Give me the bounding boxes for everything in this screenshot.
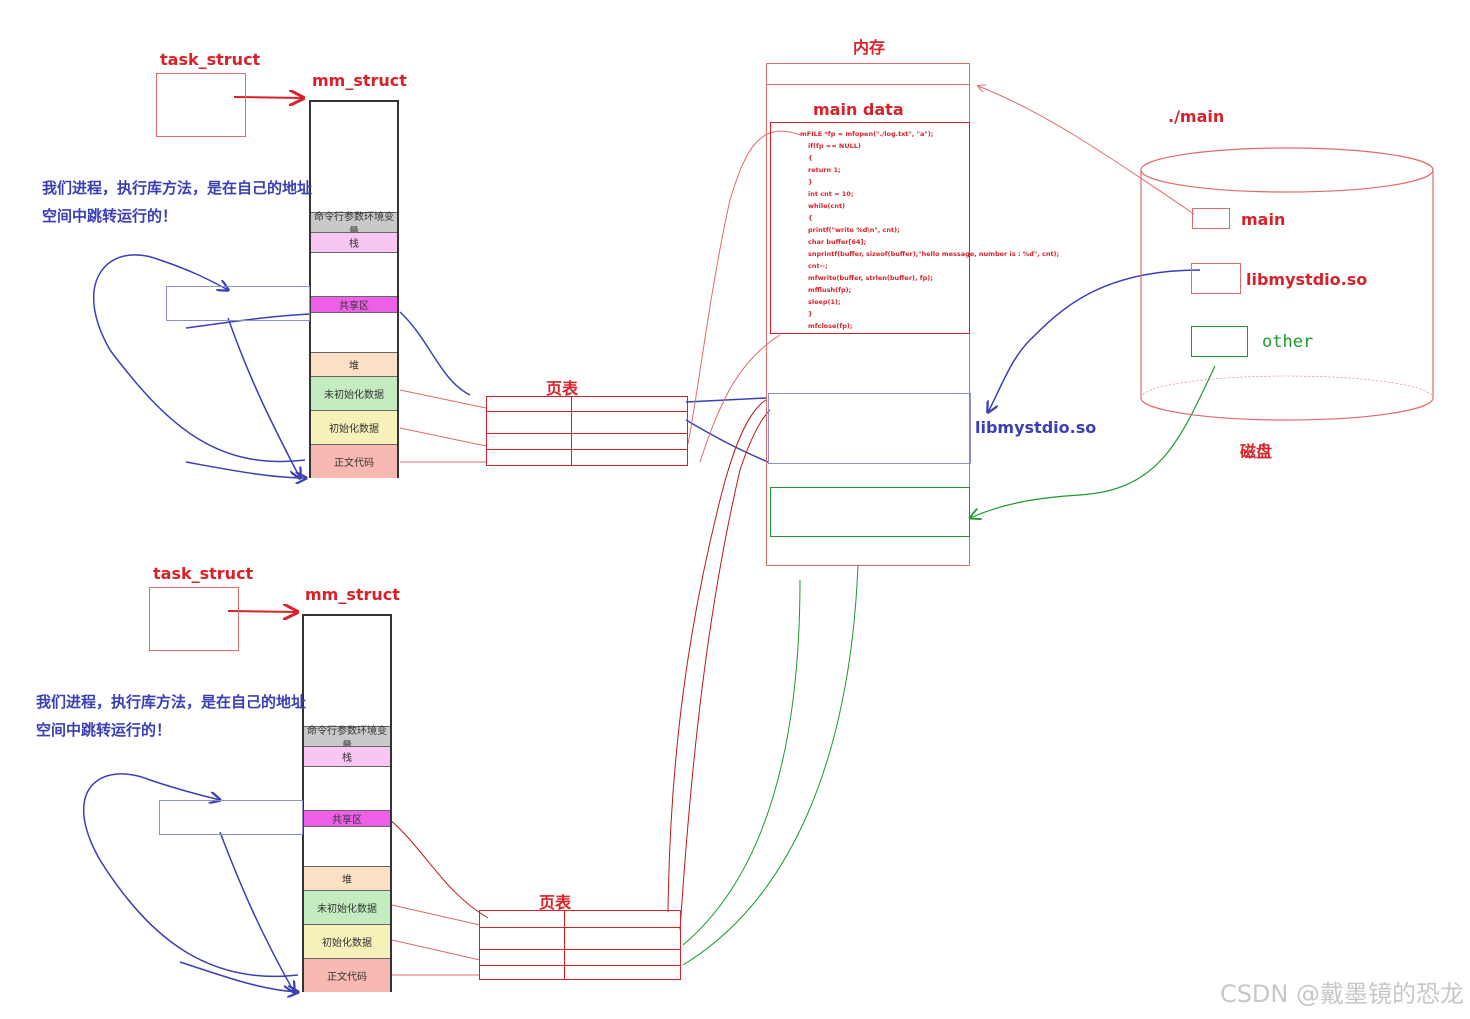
segment-gap-1-bottom: [304, 766, 390, 810]
segment-stack-bottom: 栈: [304, 746, 390, 766]
mm-struct-label-bottom: mm_struct: [305, 585, 400, 604]
segment-data-top: 初始化数据: [311, 410, 397, 444]
main-data-box: [770, 122, 970, 334]
disk-file-lib-box: [1191, 263, 1241, 294]
disk-file-other-box: [1191, 326, 1248, 357]
disk-path-label: ./main: [1168, 107, 1225, 126]
mm-struct-top: 命令行参数环境变量 栈 共享区 堆 未初始化数据 初始化数据 正文代码: [309, 100, 399, 478]
pt-top-to-main-1: [687, 130, 801, 445]
pt-bottom-to-main-red-2: [679, 409, 771, 931]
memory-lib-box: [768, 393, 971, 464]
jump-box-bottom: [159, 800, 303, 835]
mm-struct-bottom: 命令行参数环境变量 栈 共享区 堆 未初始化数据 初始化数据 正文代码: [302, 614, 392, 992]
pt-top-to-main-2: [699, 334, 781, 463]
code-line: printf("write %d\n", cnt);: [808, 226, 900, 234]
page-table-bottom: [479, 910, 681, 980]
code-line: }: [808, 310, 813, 318]
memory-other-box: [770, 487, 970, 537]
disk-file-main-box: [1192, 208, 1230, 229]
note-bottom: 我们进程，执行库方法，是在自己的地址空间中跳转运行的！: [36, 693, 307, 739]
task-struct-box-bottom: [149, 587, 239, 651]
task-struct-box-top: [156, 73, 246, 137]
segment-heap-top: 堆: [311, 352, 397, 376]
watermark: CSDN @戴墨镜的恐龙: [1219, 980, 1464, 1008]
code-line: if(fp == NULL): [808, 142, 861, 150]
memory-top-divider: [766, 84, 970, 85]
main-data-label: main data: [813, 100, 904, 119]
jump-loop-top-2: [227, 317, 300, 478]
segment-stack-top: 栈: [311, 232, 397, 252]
code-line: mfwrite(buffer, strlen(buffer), fp);: [808, 274, 933, 282]
pt-bottom-to-main-red-1: [667, 399, 767, 913]
code-line: sleep(1);: [808, 298, 841, 306]
disk-lib-to-memory: [988, 269, 1201, 412]
memory-title: 内存: [853, 38, 886, 57]
segment-cmdline-env-bottom: 命令行参数环境变量: [304, 726, 390, 752]
jump-loop-top-4: [185, 313, 311, 329]
main-code-listing: mFILE *fp = mfopen("./log.txt", "a"); if…: [800, 128, 1059, 332]
segment-gap-2-top: [311, 312, 397, 352]
jump-loop-bottom-3: [179, 961, 298, 992]
memory-lib-label: libmystdio.so: [975, 418, 1097, 437]
pt-bottom-to-other-green-1: [682, 579, 801, 946]
code-line: while(cnt): [808, 202, 846, 210]
code-line: return 1;: [808, 166, 841, 174]
page-table-label-top: 页表: [546, 379, 579, 398]
page-table-label-bottom: 页表: [539, 893, 572, 912]
pt-bottom-to-other-green-2: [682, 564, 859, 966]
task-to-mm-arrow-bottom: [227, 611, 297, 612]
disk-file-main-label: main: [1241, 210, 1286, 229]
pt-to-lib-top-1: [685, 397, 767, 403]
segment-shared-bottom: 共享区: [304, 810, 390, 826]
code-line: mfflush(fp);: [808, 286, 852, 294]
shared-to-pt-bottom: [379, 811, 489, 919]
jump-loop-bottom-2: [219, 831, 294, 992]
segment-bss-bottom: 未初始化数据: [304, 890, 390, 924]
code-line: cnt--;: [808, 262, 828, 270]
disk-label: 磁盘: [1240, 442, 1273, 461]
segment-heap-bottom: 堆: [304, 866, 390, 890]
disk-cylinder: [1140, 147, 1434, 421]
code-line: snprintf(buffer, sizeof(buffer),"hello m…: [808, 250, 1060, 258]
page-table-top: [486, 396, 688, 466]
segment-gap-1-top: [311, 252, 397, 296]
disk-other-to-memory: [970, 365, 1216, 518]
segment-bss-top: 未初始化数据: [311, 376, 397, 410]
jump-loop-top-3: [185, 461, 306, 478]
code-line: mfclose(fp);: [808, 322, 853, 330]
pt-to-lib-top-2: [685, 419, 769, 463]
mm-struct-label-top: mm_struct: [312, 71, 407, 90]
pt-bottom-from-segments: [391, 904, 481, 976]
segment-text-top: 正文代码: [311, 444, 397, 478]
segment-shared-top: 共享区: [311, 296, 397, 312]
jump-box-top: [166, 286, 310, 321]
task-struct-label-bottom: task_struct: [153, 564, 254, 583]
segment-gap-2-bottom: [304, 826, 390, 866]
disk-file-other-label: other: [1262, 332, 1314, 352]
code-line: {: [808, 214, 813, 222]
note-top: 我们进程，执行库方法，是在自己的地址空间中跳转运行的！: [42, 179, 313, 225]
segment-data-bottom: 初始化数据: [304, 924, 390, 958]
disk-file-lib-label: libmystdio.so: [1246, 270, 1368, 289]
disk-main-to-memory: [978, 86, 1195, 215]
jump-loop-top-1: [92, 254, 306, 463]
code-line: mFILE *fp = mfopen("./log.txt", "a");: [800, 130, 934, 138]
code-line: char buffer[64];: [808, 238, 867, 246]
segment-cmdline-env-top: 命令行参数环境变量: [311, 212, 397, 238]
shared-to-pt-top: [399, 311, 471, 396]
code-line: int cnt = 10;: [808, 190, 854, 198]
segment-text-bottom: 正文代码: [304, 958, 390, 992]
jump-loop-bottom-1: [82, 773, 299, 978]
code-line: {: [808, 154, 813, 162]
pt-top-from-segments: [399, 389, 487, 463]
code-line: }: [808, 178, 813, 186]
task-struct-label-top: task_struct: [160, 50, 261, 69]
